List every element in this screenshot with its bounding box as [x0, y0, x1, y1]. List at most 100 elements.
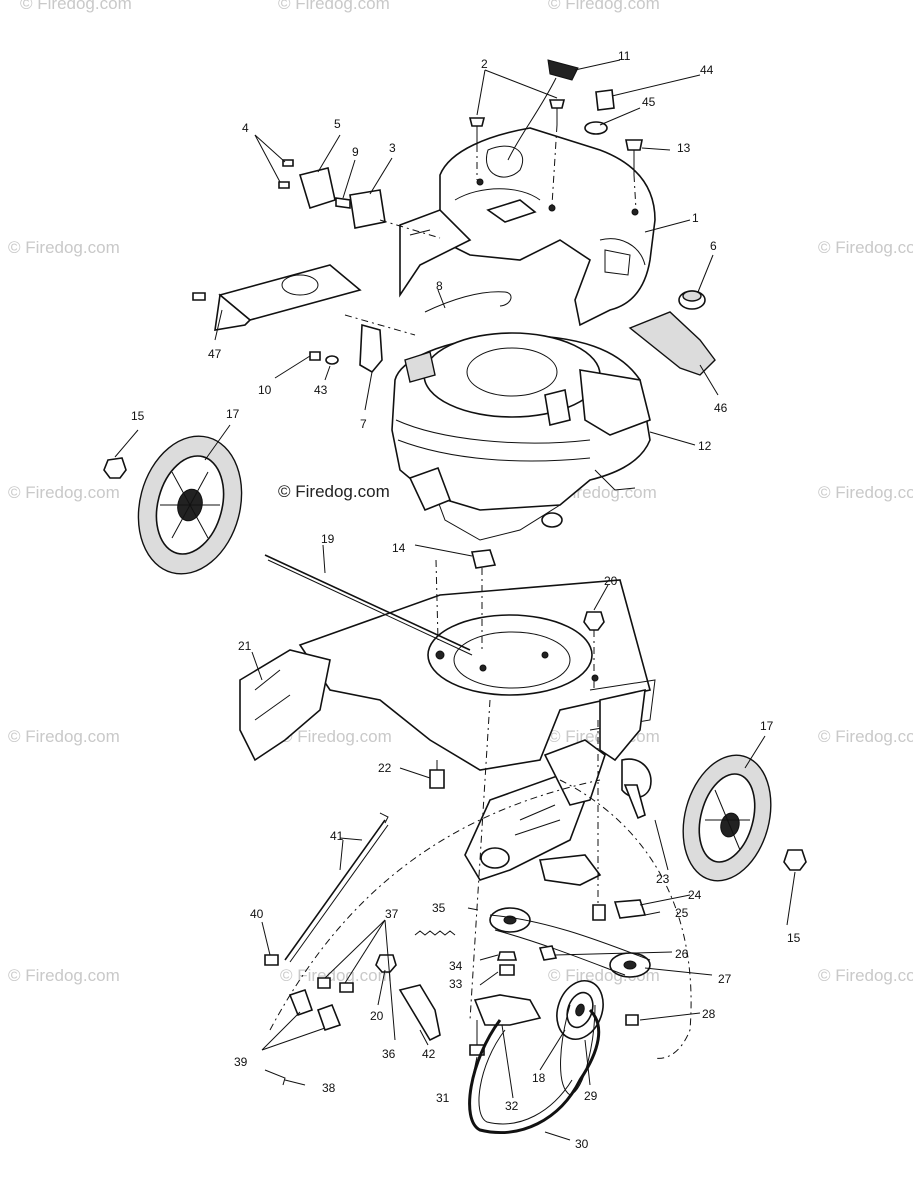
watermark-row4-left: © Firedog.com — [8, 727, 120, 746]
air-filter-gasket — [628, 311, 716, 376]
watermark-row5-center: © Firedog.com — [280, 966, 392, 985]
callout-labels: 1 2 3 4 5 6 7 8 9 10 11 12 13 14 15 15 1… — [131, 49, 801, 1151]
callout-15-bottom: 15 — [787, 931, 801, 945]
pin-38 — [264, 1069, 286, 1086]
callout-10: 10 — [258, 383, 272, 397]
watermark-row5-left: © Firedog.com — [8, 966, 120, 985]
callout-7: 7 — [360, 417, 367, 431]
callout-21: 21 — [238, 639, 252, 653]
bracket-39b — [316, 1003, 342, 1032]
callout-47: 47 — [208, 347, 222, 361]
drive-belt-inner — [478, 1029, 573, 1125]
control-rod — [284, 812, 389, 963]
callout-43: 43 — [314, 383, 328, 397]
callout-26: 26 — [675, 947, 689, 961]
watermark-top-center: © Firedog.com — [278, 0, 390, 13]
callout-6: 6 — [710, 239, 717, 253]
assembly-line-left — [269, 779, 601, 1031]
callout-11: 11 — [618, 49, 631, 63]
watermark-row3-right: © Firedog.com — [818, 483, 913, 502]
callout-46: 46 — [714, 401, 728, 415]
throttle-bracket — [309, 314, 416, 374]
bolt-28 — [625, 1014, 639, 1026]
bracket-32 — [473, 994, 542, 1026]
fuel-cap-parts — [584, 89, 643, 211]
nut-upper — [583, 611, 605, 631]
credit-text: © Firedog.com — [278, 482, 390, 501]
engine-shroud — [399, 127, 656, 327]
callout-4: 4 — [242, 121, 249, 135]
callout-42: 42 — [422, 1047, 436, 1061]
watermark-top-right: © Firedog.com — [548, 0, 660, 13]
callout-31: 31 — [436, 1091, 450, 1105]
callout-1: 1 — [692, 211, 699, 225]
callout-32: 32 — [505, 1099, 519, 1113]
shroud-screws — [468, 99, 566, 206]
callout-33: 33 — [449, 977, 463, 991]
assembly-line-right — [559, 779, 692, 1059]
left-frame-plate — [239, 649, 331, 762]
callout-28: 28 — [702, 1007, 716, 1021]
right-wheel — [682, 754, 772, 882]
callout-40: 40 — [250, 907, 264, 921]
callout-23: 23 — [656, 872, 670, 886]
callout-20-upper: 20 — [604, 574, 618, 588]
screw-37a — [317, 977, 331, 989]
lower-bracket — [464, 774, 586, 881]
side-bracket — [192, 264, 362, 331]
watermark-top-left: © Firedog.com — [20, 0, 132, 13]
callout-2: 2 — [481, 57, 488, 71]
bracket-39a — [288, 988, 314, 1017]
idler-pulley — [489, 899, 651, 978]
callout-8: 8 — [436, 279, 443, 293]
watermark-row5-right: © Firedog.com — [818, 966, 913, 985]
screw-37b — [339, 982, 354, 993]
callout-44: 44 — [700, 63, 714, 77]
bolt-23 — [623, 784, 646, 820]
callout-24: 24 — [688, 888, 702, 902]
engine — [391, 332, 651, 541]
deck-bolt — [429, 760, 445, 789]
engine-pulley — [556, 980, 604, 1040]
callout-9: 9 — [352, 145, 359, 159]
callout-34: 34 — [449, 959, 463, 973]
callout-19: 19 — [321, 532, 335, 546]
mower-deck — [298, 579, 656, 771]
callout-41: 41 — [330, 829, 344, 843]
brake-arm — [398, 984, 441, 1042]
watermark-row4-center: © Firedog.com — [280, 727, 392, 746]
starter-rope-handle — [507, 59, 579, 161]
leader-lines — [114, 59, 796, 1141]
callout-37: 37 — [385, 907, 399, 921]
callout-17-top: 17 — [226, 407, 240, 421]
watermark-row3-left: © Firedog.com — [8, 483, 120, 502]
spring — [414, 930, 456, 936]
left-wheel — [137, 435, 243, 575]
callout-35: 35 — [432, 901, 446, 915]
callout-30: 30 — [575, 1137, 589, 1151]
watermark-row4-right: © Firedog.com — [818, 727, 913, 746]
handle-bracket-assembly — [278, 159, 441, 239]
engine-wire — [424, 291, 512, 313]
callout-15-top: 15 — [131, 409, 145, 423]
callout-20-lower: 20 — [370, 1009, 384, 1023]
callout-14: 14 — [392, 541, 406, 555]
callout-17-bottom: 17 — [760, 719, 774, 733]
callout-27: 27 — [718, 972, 732, 986]
callout-5: 5 — [334, 117, 341, 131]
callout-45: 45 — [642, 95, 656, 109]
callout-36: 36 — [382, 1047, 396, 1061]
callout-18: 18 — [532, 1071, 546, 1085]
screw-40 — [264, 954, 279, 966]
watermark-row2-left: © Firedog.com — [8, 238, 120, 257]
nut-20-lower — [375, 954, 397, 973]
callout-22: 22 — [378, 761, 392, 775]
callout-29: 29 — [584, 1089, 598, 1103]
callout-13: 13 — [677, 141, 691, 155]
nut-34 — [496, 951, 518, 961]
primer-knob — [678, 290, 706, 310]
callout-38: 38 — [322, 1081, 336, 1095]
callout-39: 39 — [234, 1055, 248, 1069]
callout-12: 12 — [698, 439, 712, 453]
